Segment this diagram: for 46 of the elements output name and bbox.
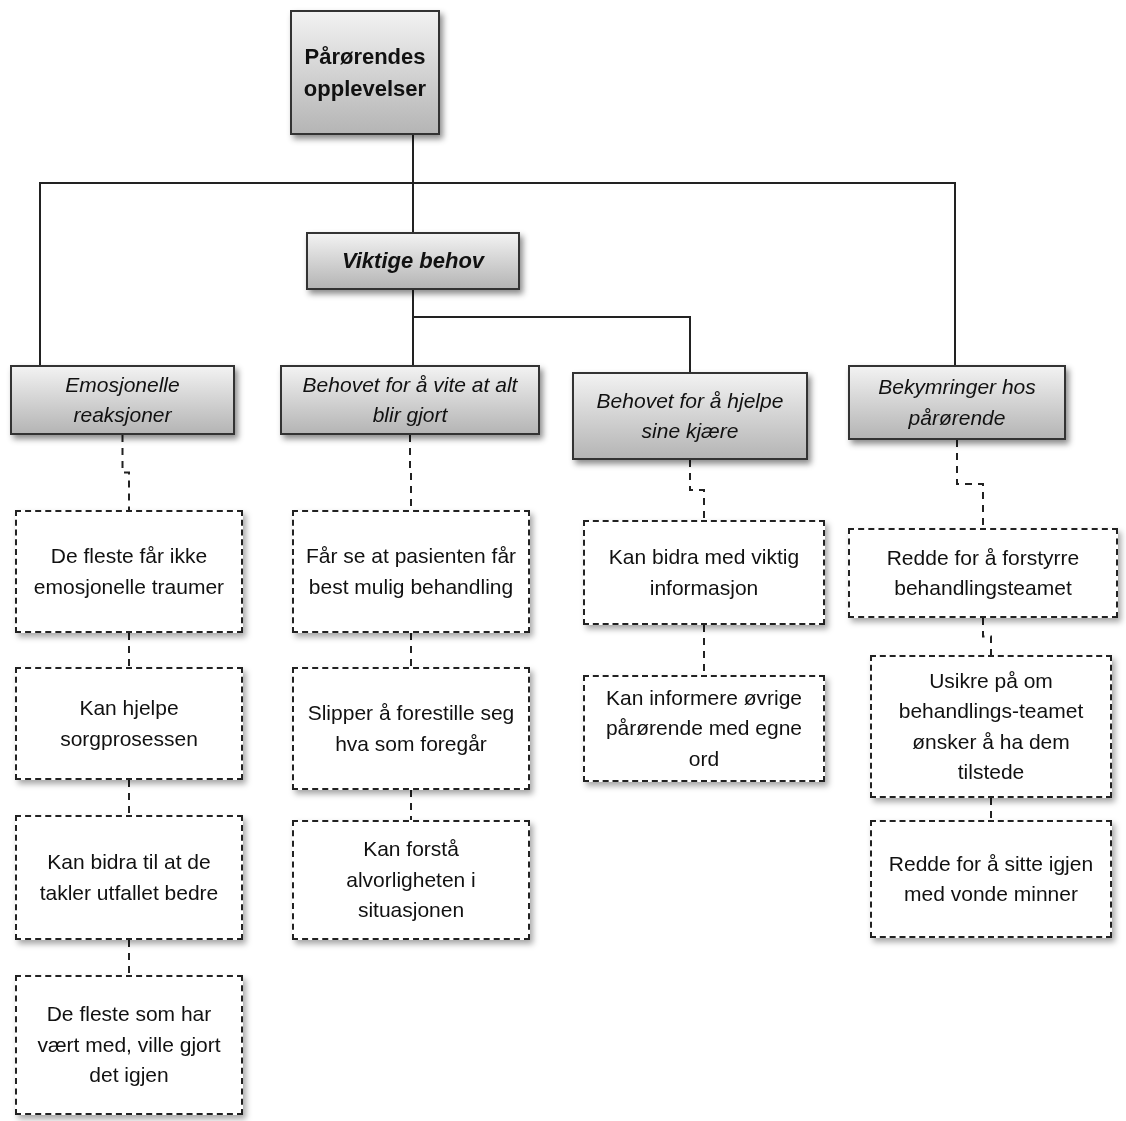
detail-box: [292, 667, 530, 790]
dashed-connector: [982, 617, 992, 656]
detail-box: [15, 510, 243, 633]
box-text: De fleste får ikke emosjonelle traumer: [32, 543, 226, 600]
key-box: [306, 232, 520, 290]
box-text: De fleste som har vært med, ville gjort det igjen: [36, 1001, 222, 1089]
box-text: Slipper å forestille seg hva som foregår: [306, 700, 516, 757]
category-box: [848, 365, 1066, 440]
dashed-connector: [410, 789, 412, 821]
detail-box: [870, 655, 1112, 798]
dashed-connector: [128, 939, 130, 976]
detail-box: [15, 667, 243, 780]
detail-box: [15, 975, 243, 1115]
category-box: [280, 365, 540, 435]
detail-box: [870, 820, 1112, 938]
box-text: Kan informere øvrige pårørende med egne ord: [604, 684, 804, 772]
box-text: Redde for å forstyrre behandlingsteamet: [885, 544, 1081, 601]
box-text: Redde for å sitte igjen med vonde minner: [887, 850, 1095, 907]
dashed-connector: [128, 779, 130, 816]
category-box: [10, 365, 235, 435]
box-text: Emosjonelle reaksjoner: [64, 371, 181, 428]
box-text: Pårørendes opplevelser: [302, 42, 428, 103]
detail-box: [583, 675, 825, 782]
dashed-connector: [990, 797, 992, 821]
box-text: Behovet for å vite at alt blir gjort: [301, 371, 519, 428]
detail-box: [15, 815, 243, 940]
category-box: [572, 372, 808, 460]
dashed-connector: [121, 434, 130, 511]
detail-box: [583, 520, 825, 625]
detail-box: [848, 528, 1118, 618]
dashed-connector: [128, 632, 130, 668]
box-text: Kan bidra til at de takler utfallet bedre: [38, 849, 220, 906]
box-text: Kan bidra med viktig informasjon: [607, 544, 801, 601]
root-box: [290, 10, 440, 135]
box-text: Usikre på om behandlings-teamet ønsker å ha dem tilstede: [897, 667, 1085, 785]
box-text: Kan hjelpe sorgprosessen: [59, 695, 199, 752]
connector-line: [412, 289, 691, 373]
box-text: Får se at pasienten får best mulig behandling: [304, 543, 518, 600]
box-text: Bekymringer hos pårørende: [877, 374, 1037, 431]
detail-box: [292, 820, 530, 940]
box-text: Behovet for å hjelpe sine kjære: [595, 387, 785, 444]
detail-box: [292, 510, 530, 633]
box-text: Viktige behov: [341, 247, 485, 276]
dashed-connector: [689, 459, 705, 521]
dashed-connector: [410, 632, 412, 668]
box-text: Kan forstå alvorligheten i situasjonen: [345, 836, 477, 924]
